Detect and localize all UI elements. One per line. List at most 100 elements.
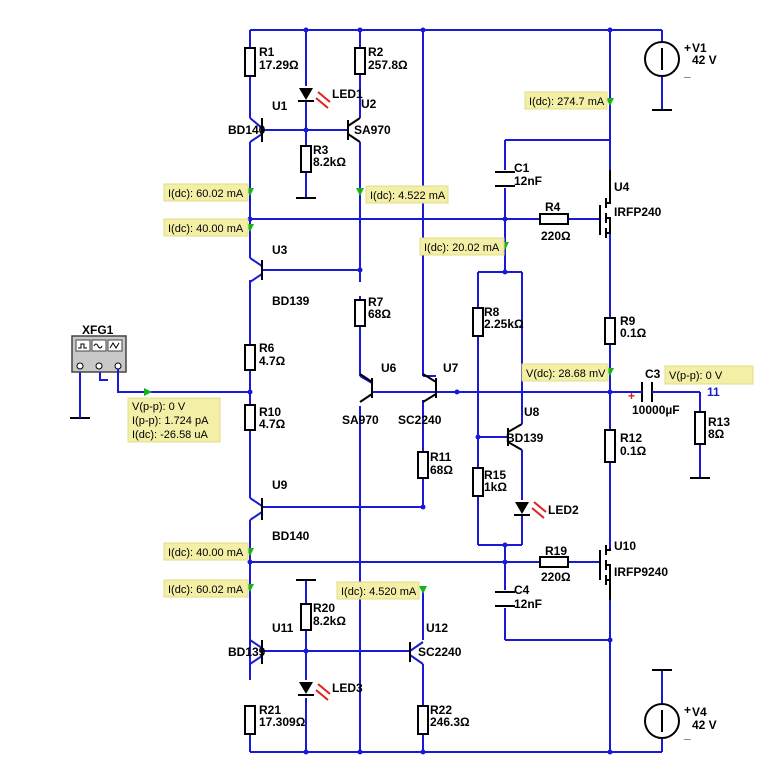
v1-minus-sign: _ [683, 65, 691, 79]
probe-p3-text: I(dc): 4.522 mA [370, 190, 446, 202]
resistor-r2 [354, 47, 366, 75]
resistor-r11 [417, 451, 429, 479]
label-led3: LED3 [332, 681, 363, 695]
capacitor-c4 [495, 591, 515, 607]
label-r3: R3 [313, 143, 329, 157]
value-r1: 17.29Ω [259, 58, 299, 72]
probe-p5-text: I(dc): 20.02 mA [424, 242, 500, 254]
model-u2: SA970 [354, 123, 391, 137]
probe-p9-text: I(dc): 40.00 mA [168, 547, 244, 559]
label-r2: R2 [368, 45, 384, 59]
led-led1 [298, 88, 331, 109]
label-u3: U3 [272, 243, 288, 257]
label-r20: R20 [313, 601, 335, 615]
voltage-source-v4 [644, 669, 680, 739]
value-r21: 17.309Ω [259, 715, 306, 729]
label-r19: R19 [545, 544, 567, 558]
resistors [244, 47, 706, 735]
probes: I(dc): 274.7 mA I(dc): 60.02 mA I(dc): 4… [127, 91, 754, 600]
resistor-r20 [300, 603, 312, 631]
label-r21: R21 [259, 703, 281, 717]
label-r12: R12 [620, 431, 642, 445]
value-r4: 220Ω [541, 229, 571, 243]
node-label-11: 11 [707, 385, 720, 399]
value-r3: 8.2kΩ [313, 155, 346, 169]
model-u10: IRFP9240 [614, 565, 668, 579]
voltage-source-v1 [644, 41, 680, 111]
resistor-r10 [244, 404, 256, 431]
value-r12: 0.1Ω [620, 444, 647, 458]
label-u1: U1 [272, 99, 288, 113]
resistor-r12 [604, 429, 616, 463]
label-c4: C4 [514, 583, 530, 597]
value-r10: 4.7Ω [259, 417, 286, 431]
probe-p10-text: I(dc): 60.02 mA [168, 584, 244, 596]
label-v1: V1 [692, 41, 707, 55]
resistor-r13 [694, 411, 706, 445]
value-c4: 12nF [514, 597, 542, 611]
v4-minus-sign: _ [683, 727, 691, 741]
label-u10: U10 [614, 539, 636, 553]
value-r15: 1kΩ [484, 480, 507, 494]
label-r9: R9 [620, 314, 636, 328]
function-generator-xfg1 [71, 335, 127, 393]
model-u6: SA970 [342, 413, 379, 427]
probe-p3: I(dc): 4.522 mA [365, 185, 449, 204]
probe-p2-text: I(dc): 60.02 mA [168, 188, 244, 200]
probe-p8-line2: I(p-p): 1.724 pA [132, 415, 209, 427]
probe-arrows [144, 98, 694, 594]
resistor-r7 [354, 299, 366, 327]
value-v4: 42 V [692, 718, 717, 732]
probe-p8: V(p-p): 0 V I(p-p): 1.724 pA I(dc): -26.… [127, 397, 221, 443]
capacitor-c1 [495, 171, 515, 187]
value-r2: 257.8Ω [368, 58, 408, 72]
label-u2: U2 [361, 97, 377, 111]
resistor-r19 [539, 556, 569, 568]
model-u12: SC2240 [418, 645, 462, 659]
probe-p4-text: I(dc): 40.00 mA [168, 223, 244, 235]
probe-p5: I(dc): 20.02 mA [419, 237, 505, 256]
label-r7: R7 [368, 295, 384, 309]
model-u4: IRFP240 [614, 205, 662, 219]
label-c3: C3 [645, 367, 661, 381]
resistor-r1 [244, 47, 256, 77]
value-r7: 68Ω [368, 307, 391, 321]
led-led2 [514, 501, 547, 519]
resistor-r8 [472, 307, 484, 337]
label-u9: U9 [272, 478, 288, 492]
probe-p2: I(dc): 60.02 mA [163, 183, 249, 202]
value-r6: 4.7Ω [259, 354, 286, 368]
value-c3: 10000µF [632, 403, 680, 417]
model-u9: BD140 [272, 529, 310, 543]
value-c1: 12nF [514, 174, 542, 188]
label-r13: R13 [708, 415, 730, 429]
label-led2: LED2 [548, 503, 579, 517]
mosfet-u4 [599, 170, 611, 238]
capacitor-c3 [640, 382, 662, 402]
probe-p6-text: V(dc): 28.68 mV [526, 368, 606, 380]
v1-plus-sign: + [684, 41, 691, 55]
component-labels: R1 17.29Ω R2 257.8Ω LED1 U1 U2 BD140 SA9… [82, 41, 730, 741]
junction-dots [247, 27, 613, 755]
probe-p9: I(dc): 40.00 mA [163, 542, 249, 561]
probe-p8-line3: I(dc): -26.58 uA [132, 429, 208, 441]
capacitors [495, 171, 662, 607]
model-u7: SC2240 [398, 413, 442, 427]
probe-p8-line1: V(p-p): 0 V [132, 401, 186, 413]
value-r8: 2.25kΩ [484, 317, 524, 331]
resistor-r3 [300, 145, 312, 173]
probe-p11: I(dc): 4.520 mA [336, 581, 420, 600]
label-r4: R4 [545, 200, 561, 214]
probe-p7-text: V(p-p): 0 V [669, 370, 723, 382]
label-u7: U7 [443, 361, 459, 375]
value-r20: 8.2kΩ [313, 614, 346, 628]
ground-symbols [70, 197, 710, 581]
label-r22: R22 [430, 703, 452, 717]
label-xfg1: XFG1 [82, 323, 114, 337]
label-led1: LED1 [332, 87, 363, 101]
resistor-r21 [244, 705, 256, 735]
resistor-r15 [472, 467, 484, 497]
model-u3: BD139 [272, 294, 310, 308]
label-u6: U6 [381, 361, 397, 375]
